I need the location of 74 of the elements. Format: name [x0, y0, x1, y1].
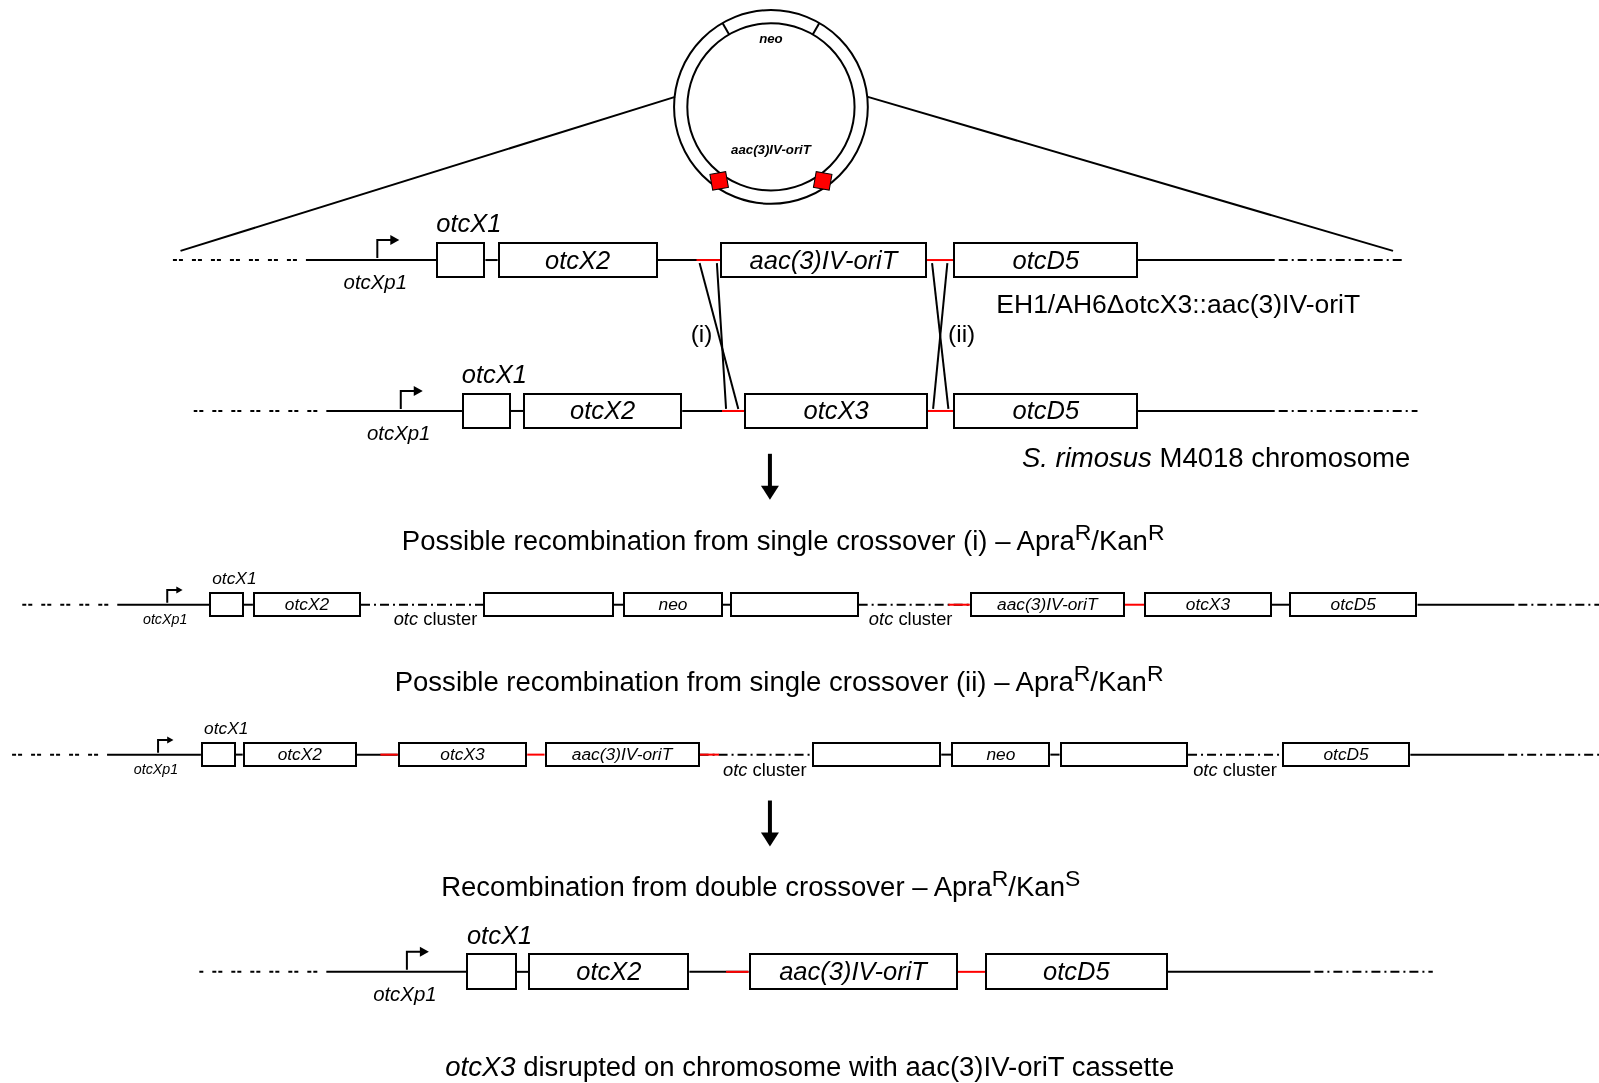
step-caption: Recombination from double crossover – Apra$^{R}$/Kan$^{S}$ [441, 867, 1081, 901]
boundary-line [866, 95, 1394, 252]
chromosome-line [1166, 970, 1434, 973]
chromosome-line [1049, 753, 1061, 756]
cluster-label: otc cluster [868, 609, 953, 629]
chromosome-line [1137, 409, 1419, 412]
chromosome-line [722, 603, 732, 606]
gene-box: aac(3)IV-oriT [748, 953, 958, 991]
chromosome-line [516, 970, 530, 973]
gene-label: neo [759, 32, 783, 46]
gene-box: aac(3)IV-oriT [719, 241, 927, 279]
promoter-label: otcXp1 [143, 611, 188, 627]
gene-box: otcX2 [252, 592, 361, 617]
gene-box [483, 592, 614, 617]
crossover-label: (ii) [948, 322, 976, 347]
chromosome-line [197, 970, 468, 973]
chromosome-line [9, 753, 202, 756]
chromosome-line [1137, 259, 1404, 262]
chromosome-line [612, 603, 625, 606]
gene-box: neo [951, 742, 1051, 767]
gene-box: aac(3)IV-oriT [544, 742, 700, 767]
chromosome-line [1416, 603, 1599, 606]
cluster-label: otc cluster [1193, 760, 1277, 780]
result-caption: otcX3 disrupted on chromosome with aac(3)IV-oriT cassette [445, 1052, 1175, 1081]
promoter-label: otcXp1 [133, 761, 179, 777]
chromosome-line [509, 409, 525, 412]
promoter-label: otcXp1 [367, 423, 431, 444]
strain-label: EH1/AH6ΔotcX3::aac(3)IV-oriT [996, 290, 1361, 318]
gene-box: otcX2 [528, 953, 690, 991]
gene-box [1059, 742, 1188, 767]
chromosome-label: S. rimosus M4018 chromosome [1021, 444, 1411, 472]
gene-box: otcD5 [1289, 592, 1418, 617]
gene-label: aac(3)IV-oriT [731, 143, 811, 157]
gene-box: otcX3 [397, 742, 528, 767]
cluster-label: otc cluster [723, 760, 807, 780]
crossover-label: (i) [690, 322, 713, 347]
gene-label: otcX1 [466, 922, 533, 949]
step-caption: Possible recombination from single crossover (ii) – Apra$^{R}$/Kan$^{R}$ [394, 662, 1164, 696]
chromosome-line [242, 603, 254, 606]
gene-box: otcX2 [523, 392, 683, 430]
chromosome-line [192, 409, 463, 412]
chromosome-line [526, 753, 546, 756]
boundary-line [179, 95, 677, 252]
gene-box: otcX3 [1144, 592, 1272, 617]
chromosome-line [940, 753, 953, 756]
chromosome-line [19, 603, 211, 606]
chromosome-line [1409, 753, 1599, 756]
gene-box [730, 592, 859, 617]
step-caption: Possible recombination from single crossover (i) – Apra$^{R}$/Kan$^{R}$ [401, 521, 1165, 556]
chromosome-line [925, 259, 955, 262]
chromosome-line [360, 603, 485, 606]
gene-label: otcX1 [212, 570, 257, 588]
promoter-label: otcXp1 [343, 272, 407, 293]
gene-box: otcD5 [953, 241, 1139, 279]
chromosome-line [484, 259, 499, 262]
gene-box: aac(3)IV-oriT [969, 592, 1125, 617]
promoter-label: otcXp1 [373, 984, 437, 1005]
chromosome-line [234, 753, 244, 756]
gene-box: otcD5 [1281, 742, 1411, 767]
gene-box: otcD5 [953, 392, 1139, 430]
gene-box [811, 742, 942, 767]
gene-box: otcX3 [744, 392, 928, 430]
gene-box: otcX2 [242, 742, 357, 767]
cluster-label: otc cluster [393, 609, 478, 629]
gene-box: neo [623, 592, 723, 617]
chromosome-line [927, 409, 955, 412]
gene-label: otcX1 [436, 211, 502, 237]
chromosome-line [956, 970, 987, 973]
chromosome-line [1270, 603, 1290, 606]
chromosome-line [1123, 603, 1146, 606]
gene-label: otcX1 [461, 362, 527, 388]
gene-box: otcD5 [985, 953, 1168, 991]
gene-box: otcX2 [497, 241, 658, 279]
gene-label: otcX1 [204, 720, 249, 738]
